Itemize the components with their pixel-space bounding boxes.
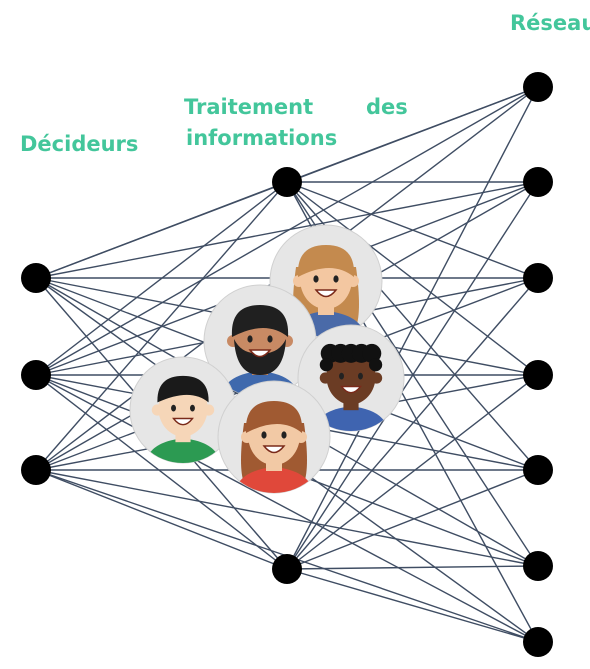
input-node-3 [21,455,51,485]
hidden-layer-label-part3: informations [186,126,338,150]
edge-hidden0-output2 [286,181,539,279]
hidden-node-2 [272,554,302,584]
edge-input2-hidden1 [35,469,288,570]
person-avatar-curly-hair-man [297,324,405,432]
edge-hidden0-output0 [286,86,539,183]
output-node-3 [523,263,553,293]
person-avatar-blonde-woman [269,224,383,338]
output-layer-label: Réseau [510,11,590,35]
person-avatar-bearded-man [203,284,317,398]
avatar-group [129,224,405,494]
output-node-2 [523,167,553,197]
edge-input1-output0 [35,86,539,376]
edge-hidden1-output1 [286,181,539,570]
edge-hidden1-output4 [286,469,539,570]
input-node-2 [21,360,51,390]
edge-input0-output1 [35,181,539,279]
edge-input1-hidden1 [35,374,288,570]
output-node-5 [523,455,553,485]
edge-input2-output5 [35,469,539,567]
hidden-layer-label-part1: Traitement [184,95,314,119]
hidden-node-1 [272,167,302,197]
edge-hidden1-output6 [286,568,539,643]
person-avatar-brunette-woman [217,380,331,494]
edge-input1-output6 [35,374,539,643]
output-node-1 [523,72,553,102]
output-node-6 [523,551,553,581]
edge-hidden1-output5 [286,565,539,570]
output-node-7 [523,627,553,657]
nodes-group [21,72,553,657]
output-node-4 [523,360,553,390]
edge-hidden1-output2 [286,277,539,570]
edge-hidden1-output3 [286,374,539,570]
edge-hidden0-output3 [286,181,539,376]
input-node-1 [21,263,51,293]
hidden-layer-label-part2: des [366,95,408,119]
person-avatar-smiling-boy [129,356,237,464]
input-layer-label: Décideurs [20,132,139,156]
edge-hidden1-output0 [286,86,539,570]
